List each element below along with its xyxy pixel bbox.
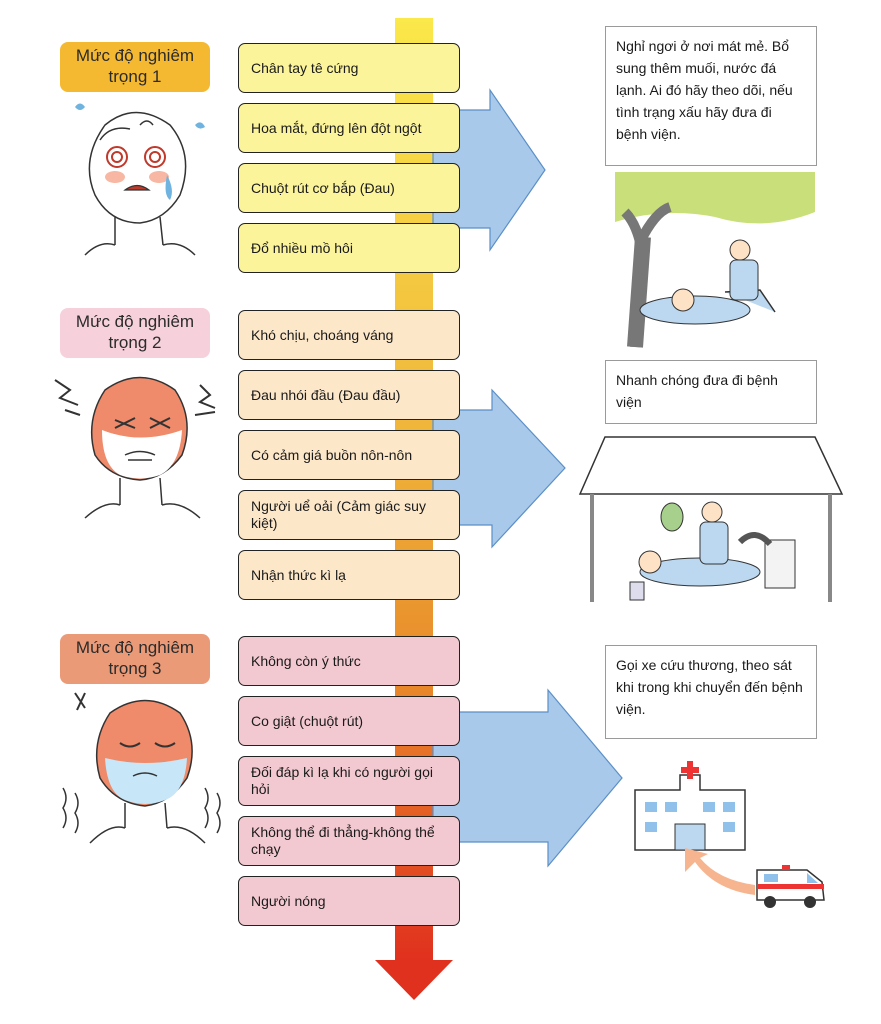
symptom-box: Nhận thức kì lạ	[238, 550, 460, 600]
advice-box-1: Nghỉ ngơi ở nơi mát mẻ. Bổ sung thêm muố…	[605, 26, 817, 166]
symptom-box: Đối đáp kì lạ khi có người gọi hỏi	[238, 756, 460, 806]
symptom-box: Có cảm giá buồn nôn-nôn	[238, 430, 460, 480]
severity-badge-3: Mức độ nghiêm trọng 3	[60, 634, 210, 684]
severity-arrow-head	[375, 960, 453, 1000]
resting-under-tree-illustration	[615, 172, 815, 348]
symptom-box: Đổ nhiều mồ hôi	[238, 223, 460, 273]
symptom-box: Chuột rút cơ bắp (Đau)	[238, 163, 460, 213]
symptom-box: Đau nhói đầu (Đau đầu)	[238, 370, 460, 420]
symptom-box: Người nóng	[238, 876, 460, 926]
symptom-box: Co giật (chuột rút)	[238, 696, 460, 746]
severity-badge-2: Mức độ nghiêm trọng 2	[60, 308, 210, 358]
ambulance-icon	[756, 865, 825, 908]
fanning-patient-tent-illustration	[578, 436, 844, 602]
feverish-face-icon	[62, 692, 221, 844]
symptom-box: Chân tay tê cứng	[238, 43, 460, 93]
symptom-box: Người uể oải (Cảm giác suy kiệt)	[238, 490, 460, 540]
severity-badge-1: Mức độ nghiêm trọng 1	[60, 42, 210, 92]
advice-box-2: Nhanh chóng đưa đi bệnh viện	[605, 360, 817, 424]
symptom-box: Không còn ý thức	[238, 636, 460, 686]
hospital-icon	[634, 761, 746, 851]
to-hospital-arrow	[685, 848, 755, 895]
advice-box-3: Gọi xe cứu thương, theo sát khi trong kh…	[605, 645, 817, 739]
dizzy-face-icon	[75, 103, 205, 256]
headache-face-icon	[54, 376, 216, 519]
symptom-box: Hoa mắt, đứng lên đột ngột	[238, 103, 460, 153]
symptom-box: Khó chịu, choáng váng	[238, 310, 460, 360]
symptom-box: Không thể đi thẳng-không thể chạy	[238, 816, 460, 866]
